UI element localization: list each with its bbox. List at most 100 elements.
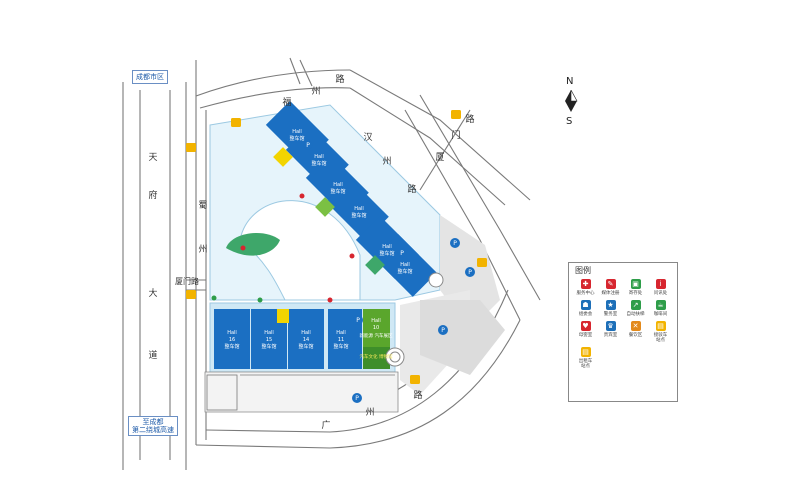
bus-stop-icon — [231, 118, 241, 127]
hall-6-name: Hall — [400, 262, 410, 268]
legend-item-label: 寄存处 — [628, 291, 643, 296]
road-label-tianfu-4: 道 — [148, 349, 157, 361]
road-label-hanzhou-3: 路 — [407, 183, 416, 195]
legend-item: ▣ 寄存处 — [623, 279, 648, 296]
legend-item: ✚ 服务中心 — [573, 279, 598, 296]
legend-item-label: 自动扶梯 — [626, 312, 645, 317]
hall-3-name: Hall — [333, 182, 343, 188]
hall-5-name: Hall — [382, 244, 392, 250]
hall-15-sub: 整车馆 — [261, 343, 276, 350]
legend-item-label: 组委会 — [578, 312, 593, 317]
hall-15-name: Hall — [264, 330, 274, 336]
svg-text:P: P — [453, 240, 457, 247]
hall-16-sub: 整车馆 — [224, 343, 239, 350]
parking-icon — [465, 267, 475, 277]
parking-icon — [438, 325, 448, 335]
svg-text:P: P — [400, 250, 404, 257]
parking-icon — [352, 393, 362, 403]
shuttle-bus-icon: ▤ — [655, 321, 666, 331]
road-label-hanzhou-2: 州 — [382, 156, 391, 167]
legend-item: ▤ 接驳车 站点 — [648, 321, 673, 343]
hall-labels: Hall 16 整车馆 Hall 15 整车馆 Hall 14 整车馆 Hall… — [224, 129, 412, 360]
legend-item: ☗ 组委会 — [573, 300, 598, 317]
legend-item: ♥ 母婴室 — [573, 321, 598, 343]
hall-3-sub: 整车馆 — [330, 188, 345, 195]
legend-item: ☕ 咖啡间 — [648, 300, 673, 317]
hall-4-sub: 整车馆 — [351, 212, 366, 219]
south-plaza — [204, 371, 399, 413]
road-label-tianfu-1: 天 — [148, 153, 157, 163]
hall-14-block — [288, 309, 324, 369]
service-center-icon: ✚ — [580, 279, 591, 289]
road-labels: 天 府 大 道 福 州 路 汉 州 路 厦 门 路 蜀 州 厦门路 广 州 路 — [148, 73, 474, 431]
hall-14-name: Hall — [301, 330, 311, 336]
yellow-connector-1 — [273, 147, 293, 167]
hall-11-name: Hall — [336, 330, 346, 336]
legend-item-label: 服务中心 — [576, 291, 595, 296]
hall-11-num: 11 — [338, 337, 344, 343]
svg-text:P: P — [356, 317, 360, 324]
green-connector-2 — [365, 255, 385, 275]
media-registration-icon: ✎ — [605, 279, 616, 289]
legend-item-label: 问讯处 — [653, 291, 668, 296]
cafe-icon: ☕ — [655, 300, 666, 310]
road-label-fuzhou-1: 福 — [282, 96, 291, 108]
parking-icon — [397, 248, 407, 258]
legend-item-label: 警务室 — [603, 312, 618, 317]
escalator-icon: ↗ — [630, 300, 641, 310]
hall-6-sub: 整车馆 — [397, 268, 412, 275]
svg-text:P: P — [468, 269, 472, 276]
svg-text:P: P — [355, 395, 359, 402]
road-label-xiamen-2: 门 — [451, 129, 460, 141]
road-label-xiamen-3: 路 — [465, 113, 474, 125]
legend-item-label: 母婴室 — [578, 333, 593, 338]
legend-item-label: 咖啡间 — [653, 312, 668, 317]
road-label-shuzhou-1: 蜀 — [198, 200, 207, 211]
hall-1-sub: 整车馆 — [289, 135, 304, 142]
legend-item-label: 接驳车 站点 — [653, 333, 668, 343]
road-label-guangzhou-3: 路 — [413, 389, 422, 401]
green-connector — [315, 197, 335, 217]
car-culture-block — [363, 347, 390, 369]
roundabout-east — [428, 272, 444, 288]
road-label-xiamen-left: 厦门路 — [175, 276, 199, 286]
yellow-connector-south — [277, 309, 289, 323]
svg-text:P: P — [306, 142, 310, 149]
hall-4-name: Hall — [354, 206, 364, 212]
central-walkway — [239, 200, 361, 301]
taxi-icon: ▤ — [580, 347, 591, 357]
road-label-fuzhou-3: 路 — [335, 73, 344, 85]
vip-room-icon: ♛ — [605, 321, 616, 331]
dining-icon: ✕ — [630, 321, 641, 331]
south-halls — [214, 309, 390, 369]
road-label-shuzhou-2: 州 — [198, 244, 207, 255]
parking-icon — [303, 140, 313, 150]
roundabout-inner — [389, 351, 401, 363]
bus-stop-icon — [186, 290, 196, 299]
hall-10-name: Hall — [371, 318, 381, 324]
compass-south: S — [566, 116, 573, 127]
compass-arrow-icon — [565, 90, 578, 112]
luggage-icon: ▣ — [630, 279, 641, 289]
legend-item: ↗ 自动扶梯 — [623, 300, 648, 317]
legend-item-label: 媒体注册 — [601, 291, 620, 296]
car-culture-label: 汽车文化 博物馆 — [360, 353, 393, 360]
bus-stop-icon — [186, 143, 196, 152]
road-lines — [122, 57, 541, 470]
road-label-guangzhou-1: 广 — [321, 419, 330, 431]
mother-baby-room-icon: ♥ — [580, 321, 591, 331]
hall-16-num: 16 — [229, 337, 235, 343]
committee-icon: ☗ — [580, 300, 591, 310]
road-label-fuzhou-2: 州 — [311, 86, 320, 97]
southeast-lot-2 — [420, 300, 505, 375]
hall-1-name: Hall — [292, 129, 302, 135]
hall-10-sub: 新能源 汽车展区 — [360, 332, 393, 339]
legend-item: ✕餐饮区 — [623, 321, 648, 343]
hall-5-sub: 整车馆 — [379, 250, 394, 257]
information-icon: i — [655, 279, 666, 289]
compass-north: N — [566, 76, 574, 87]
legend-title: 图例 — [575, 266, 591, 275]
